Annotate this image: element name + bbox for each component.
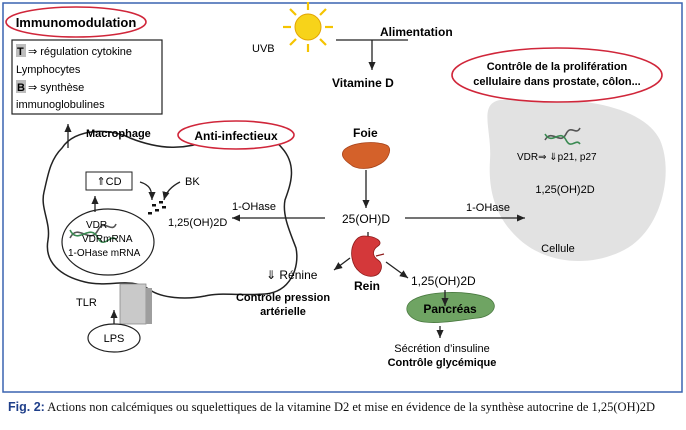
t-cell-label: T <box>17 46 24 58</box>
receptor-block-icon <box>119 283 152 325</box>
anti-infectieux-oval <box>177 120 295 150</box>
cd-label: ⇑CD <box>96 176 121 188</box>
immunomodulation-oval <box>5 6 147 38</box>
calcidiol-label: 25(OH)D <box>342 212 390 226</box>
lps-label: LPS <box>104 333 125 345</box>
renine-label: ⇓ Rénine <box>266 268 318 282</box>
pathway-arrows <box>64 39 525 338</box>
pressure-line-1: Contrôle pression <box>236 292 330 304</box>
proliferation-line-1: Contrôle de la prolifération <box>487 61 628 73</box>
pressure-line-2: artérielle <box>260 306 306 318</box>
macrophage-ohase-label: 1-OHase <box>232 201 276 213</box>
pancreas-icon <box>406 292 495 323</box>
caption-text: Actions non calcémiques ou squelettiques… <box>44 400 656 414</box>
dna-helix-icon <box>544 127 581 145</box>
cell-calcitriol-label: 1,25(OH)2D <box>535 184 594 196</box>
foie-label: Foie <box>353 126 378 140</box>
immunoglobulines-label: immunoglobulines <box>16 99 105 111</box>
macrophage-label: Macrophage <box>86 128 151 140</box>
liver-icon <box>342 142 390 169</box>
bk-label: BK <box>185 176 200 188</box>
cell-ohase-label: 1-OHase <box>466 202 510 214</box>
t-cell-text: ⇒ régulation cytokine <box>28 46 132 58</box>
tlr-label: TLR <box>76 297 97 309</box>
macrophage-calcitriol-label: 1,25(OH)2D <box>168 217 227 229</box>
pancreas-label: Pancréas <box>423 302 477 316</box>
vitamine-d-label: Vitamine D <box>332 76 394 90</box>
ohase-mrna-label: 1-OHase mRNA <box>68 248 141 259</box>
kidney-calcitriol-label: 1,25(OH)2D <box>411 274 476 288</box>
bk-binding-dots <box>148 201 166 215</box>
figure-number: Fig. 2: <box>8 400 45 414</box>
alimentation-label: Alimentation <box>380 25 453 39</box>
cellule-label: Cellule <box>541 243 575 255</box>
cd-box <box>85 171 133 191</box>
proliferation-line-2: cellulaire dans prostate, côlon... <box>473 76 641 88</box>
b-cell-text: ⇒ synthèse <box>28 82 84 94</box>
glycemic-control-label: Contrôle glycémique <box>388 357 497 369</box>
lymphocytes-label: Lymphocytes <box>16 64 81 76</box>
proliferation-oval <box>451 47 663 103</box>
secretion-label: Sécrétion d’insuline <box>394 343 489 355</box>
figure-caption: Fig. 2: Actions non calcémiques ou squel… <box>8 400 684 430</box>
vdrmrna-label: VDRmRNA <box>82 234 133 245</box>
cell-shape <box>487 98 666 262</box>
kidney-icon <box>351 235 385 277</box>
immunomodulation-title: Immunomodulation <box>16 15 137 30</box>
uvb-label: UVB <box>252 43 275 55</box>
rein-label: Rein <box>354 279 380 293</box>
t-cell-badge <box>16 44 26 57</box>
macrophage-nucleus <box>61 208 155 276</box>
dna-helix-icon <box>69 223 117 244</box>
b-cell-badge <box>16 80 26 93</box>
b-cell-label: B <box>17 82 25 94</box>
vdr-label: VDR <box>86 220 107 231</box>
vdr-p21-label: VDR⇒ ⇓p21, p27 <box>517 152 597 163</box>
anti-infectieux-label: Anti-infectieux <box>194 129 278 143</box>
diagram-frame <box>2 2 683 393</box>
sun-icon <box>283 2 333 52</box>
immunomodulation-box <box>11 39 163 115</box>
